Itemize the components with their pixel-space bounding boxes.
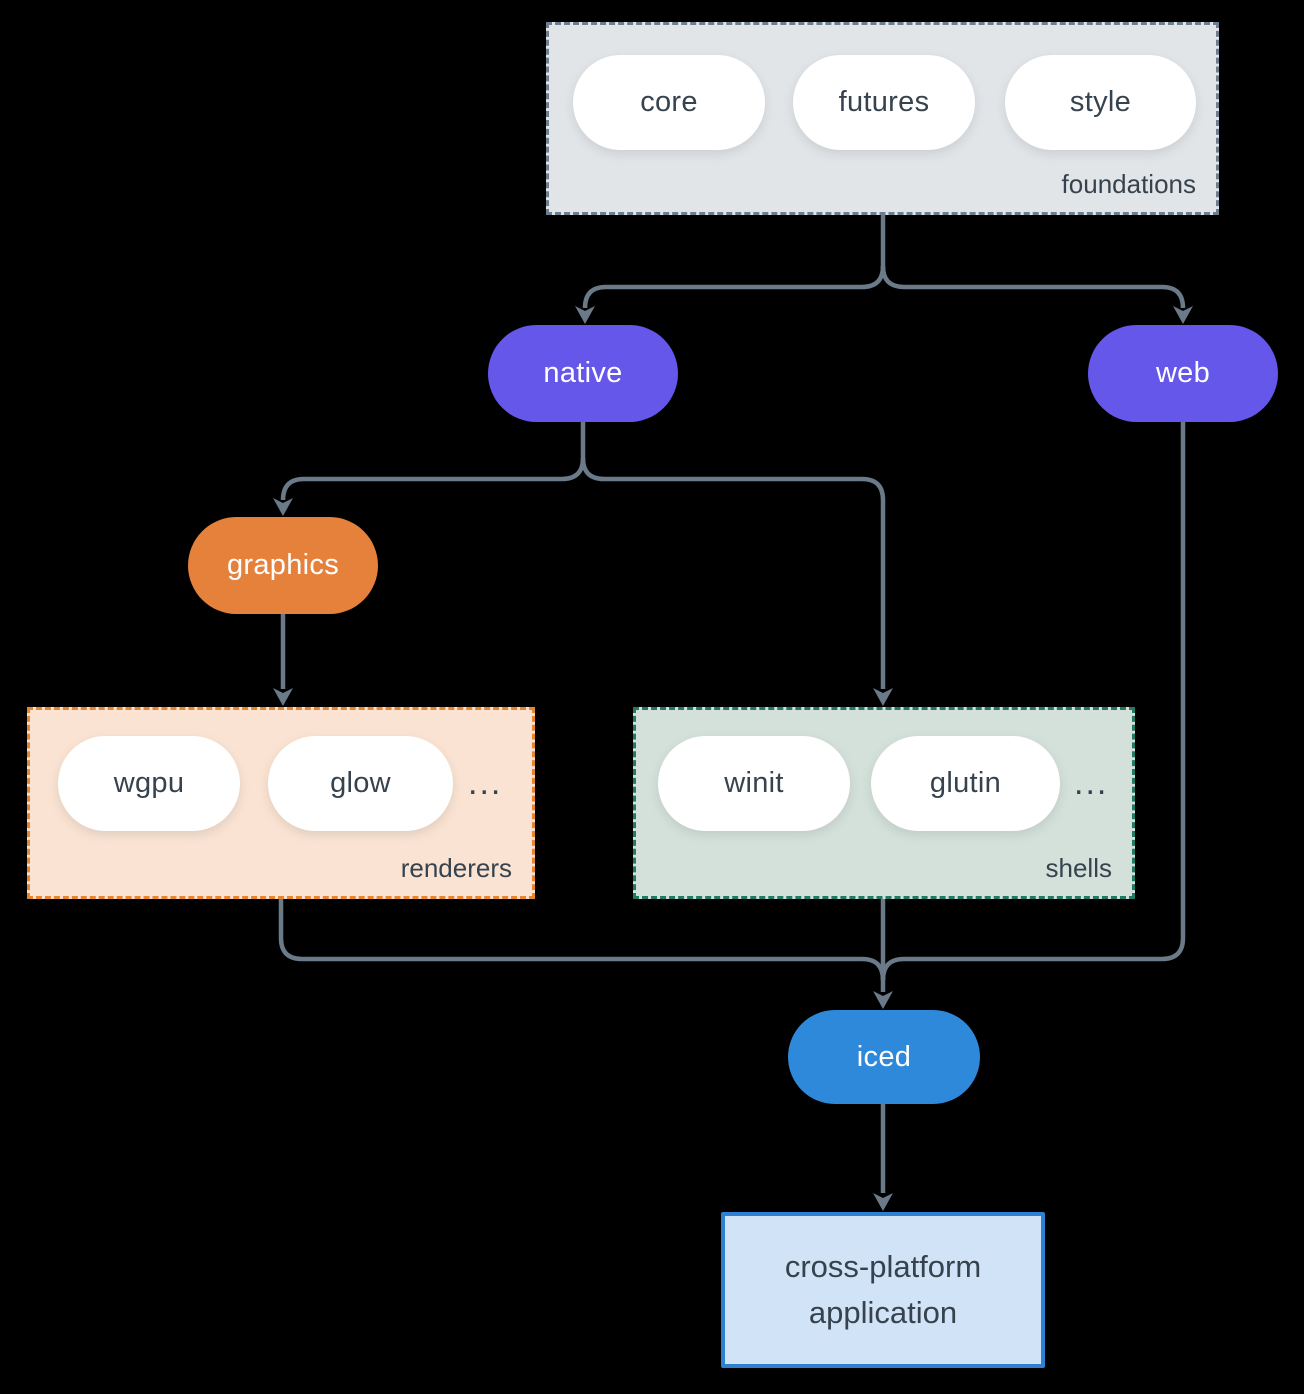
edge-foundations-web <box>880 265 1186 309</box>
node-native: native <box>488 325 678 422</box>
arrowhead-renderers <box>273 688 293 706</box>
edge-renderers-iced <box>278 899 886 981</box>
renderers-ellipsis: ... <box>468 764 503 802</box>
arrowhead-iced <box>873 991 893 1009</box>
shells-group: winit glutin ... shells <box>633 707 1135 899</box>
node-graphics: graphics <box>188 517 378 614</box>
node-glutin: glutin <box>871 736 1060 831</box>
node-cross-platform-application: cross-platform application <box>721 1212 1045 1368</box>
edge-foundations-native <box>582 265 886 309</box>
node-core: core <box>573 55 765 150</box>
edge-native-graphics <box>280 457 586 501</box>
edge-native-shells <box>580 457 886 689</box>
arrowhead-application <box>873 1193 893 1211</box>
renderers-label: renderers <box>400 853 512 883</box>
foundations-label: foundations <box>1061 169 1196 199</box>
arrowhead-native <box>575 306 595 324</box>
arrowhead-graphics <box>273 498 293 516</box>
foundations-group: core futures style foundations <box>546 22 1219 215</box>
node-futures: futures <box>793 55 975 150</box>
renderers-group: wgpu glow ... renderers <box>27 707 535 899</box>
shells-label: shells <box>1045 853 1112 883</box>
node-wgpu: wgpu <box>58 736 240 831</box>
edge-web-iced <box>880 422 1186 981</box>
arrowhead-web <box>1173 306 1193 324</box>
node-glow: glow <box>268 736 453 831</box>
node-web: web <box>1088 325 1278 422</box>
arrowhead-shells <box>873 688 893 706</box>
node-iced: iced <box>788 1010 980 1104</box>
shells-ellipsis: ... <box>1074 764 1109 802</box>
node-winit: winit <box>658 736 850 831</box>
node-style: style <box>1005 55 1196 150</box>
